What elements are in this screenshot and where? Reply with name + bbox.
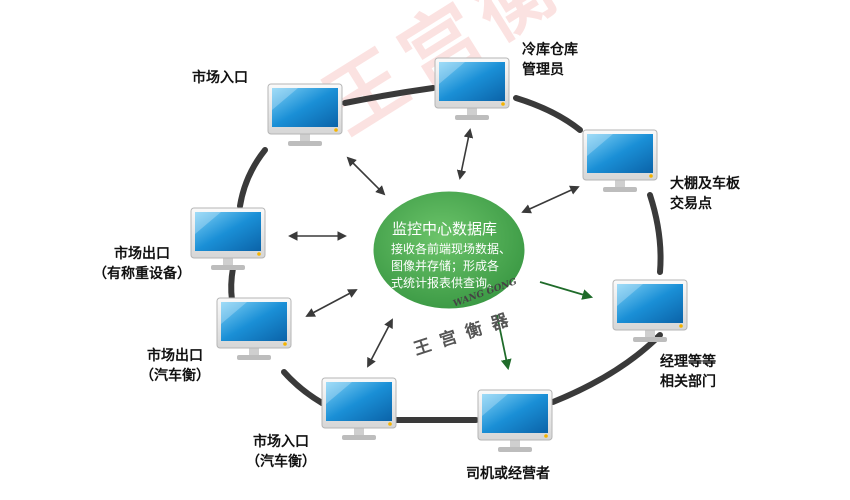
monitor-icon-market-entrance-truck: [321, 377, 397, 440]
ring-connections: [228, 85, 664, 423]
ring-segment: [647, 192, 664, 275]
monitor-icon-drivers: [477, 389, 553, 452]
bidirectional-arrow: [367, 318, 393, 368]
monitor-icon-cold-storage: [434, 57, 510, 120]
output-arrows: [496, 281, 594, 371]
node-label-market-exit-equip: 市场出口 （有称重设备）: [93, 246, 191, 282]
bidirectional-arrow: [346, 156, 386, 196]
ring-segment: [228, 265, 236, 303]
bidirectional-arrow: [456, 128, 474, 180]
node-label-market-entrance-top: 市场入口: [192, 70, 248, 86]
ring-segment: [342, 85, 436, 106]
node-label-managers: 经理等等 相关部门: [660, 354, 716, 390]
monitor-icon-managers: [612, 279, 688, 342]
monitor-icons: [190, 57, 688, 452]
ring-segment: [550, 332, 663, 405]
monitor-icon-market-exit-equip: [190, 207, 266, 270]
ring-segment: [281, 369, 325, 406]
node-label-cold-storage: 冷库仓库 管理员: [522, 42, 578, 78]
output-arrow-drivers: [496, 314, 512, 371]
node-label-market-exit-truck: 市场出口 （汽车衡）: [140, 348, 210, 384]
monitor-icon-greenhouse: [582, 129, 658, 192]
node-label-drivers: 司机或经营者: [466, 466, 550, 482]
bidirectional-arrow: [305, 289, 358, 317]
monitoring-center-ellipse: [370, 188, 528, 312]
ring-segment: [237, 147, 268, 209]
bidirectional-arrows: [288, 128, 580, 368]
monitor-icon-market-entrance-top: [267, 83, 343, 146]
ring-segment: [513, 95, 583, 133]
center-description-line: 图像并存储；形成各: [391, 259, 500, 273]
output-arrow-managers: [539, 281, 594, 300]
node-label-market-entrance-truck: 市场入口 （汽车衡）: [246, 434, 316, 470]
monitor-icon-market-exit-truck: [216, 297, 292, 360]
bidirectional-arrow: [521, 185, 580, 214]
center-description-line: 接收各前端现场数据、: [391, 242, 512, 256]
center-description-line: 式统计报表供查询。: [391, 276, 500, 290]
node-label-greenhouse: 大棚及车板 交易点: [670, 176, 740, 212]
center-title: 监控中心数据库: [392, 220, 498, 238]
